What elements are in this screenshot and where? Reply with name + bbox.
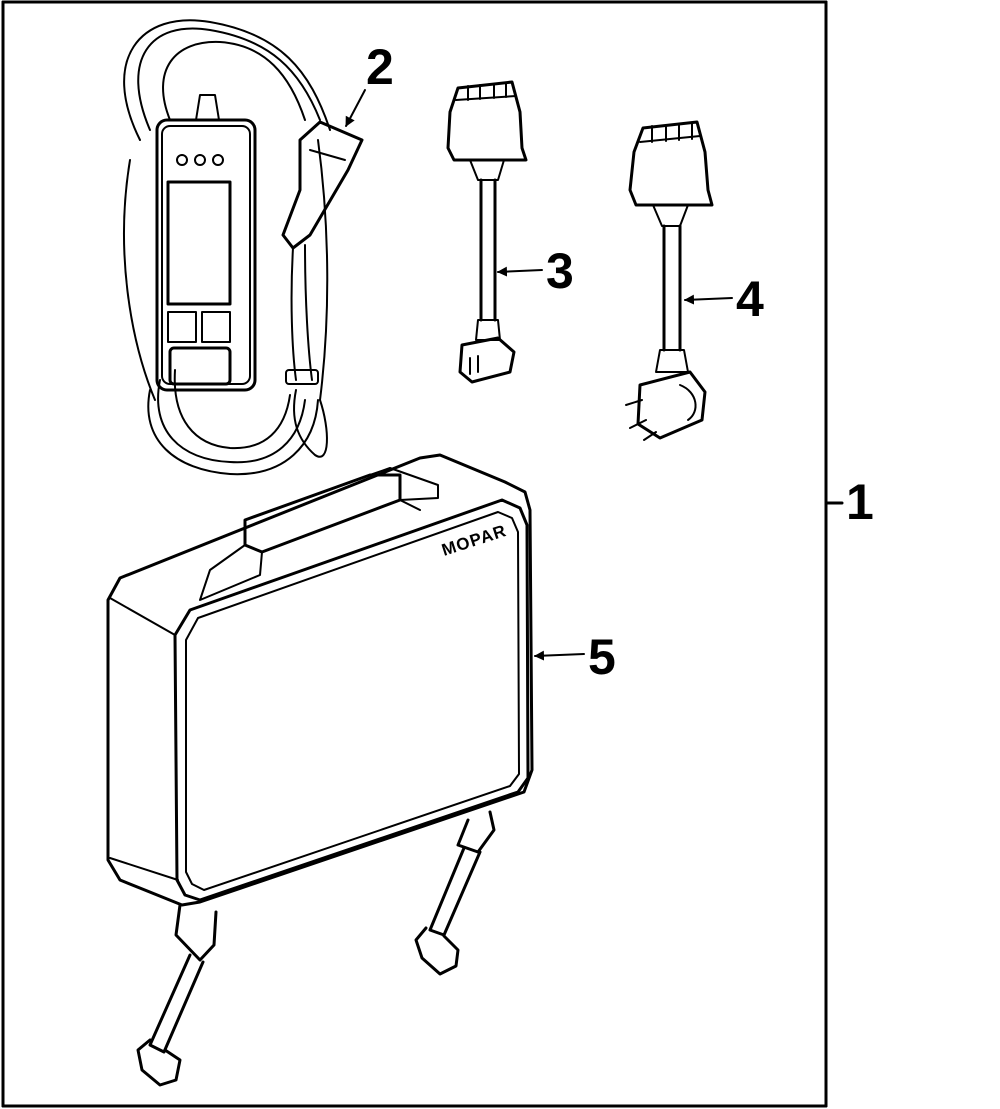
callout-4-label: 4 — [736, 271, 764, 327]
callout-2-label: 2 — [366, 39, 394, 95]
charger-cable-part[interactable] — [123, 19, 364, 476]
callout-1[interactable]: 1 — [824, 474, 874, 530]
callout-2[interactable]: 2 — [345, 39, 394, 127]
callout-1-label: 1 — [846, 474, 874, 530]
adapter-cord-4-part[interactable] — [625, 120, 714, 441]
case-brand-label: MOPAR — [439, 521, 509, 560]
callout-3-label: 3 — [546, 243, 574, 299]
diagram-border — [1, 0, 828, 1108]
callout-4[interactable]: 4 — [684, 271, 764, 327]
adapter-cord-3-part[interactable] — [446, 80, 528, 384]
storage-case-part[interactable]: MOPAR — [106, 453, 534, 1087]
callout-3[interactable]: 3 — [497, 243, 574, 299]
callout-5-label: 5 — [588, 629, 616, 685]
callout-5[interactable]: 5 — [534, 629, 616, 685]
